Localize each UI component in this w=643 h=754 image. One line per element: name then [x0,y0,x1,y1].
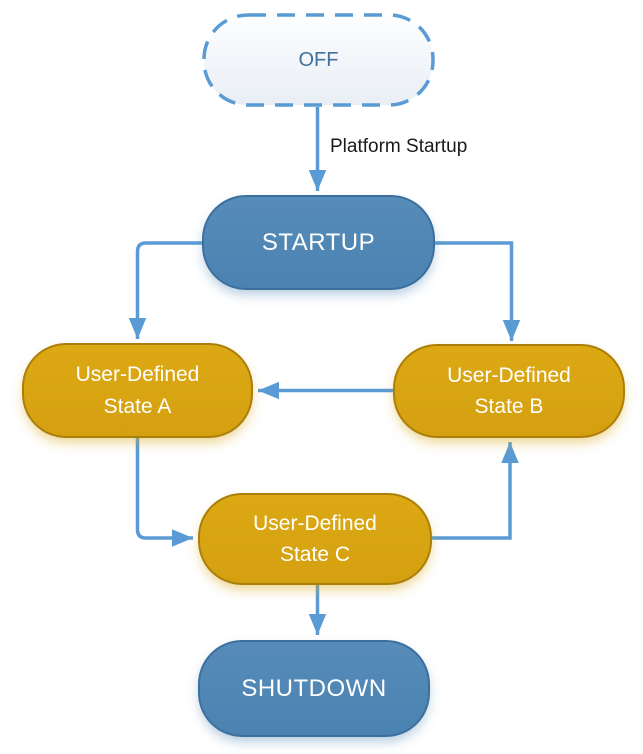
node-user-defined-state-a: User-Defined State A [22,343,253,438]
node-state-c-label-line1: User-Defined [253,511,377,535]
node-state-b-label-line2: State B [474,395,544,418]
node-state-b-label-line1: User-Defined [447,363,571,387]
edge-startup-to-state-a [128,241,202,339]
node-state-c-label-line2: State C [279,543,351,566]
edge-startup-to-state-b [435,241,521,341]
node-user-defined-state-c: User-Defined State C [198,493,432,585]
edge-state-a-to-state-c [135,438,193,547]
node-startup: STARTUP [202,195,435,290]
node-state-a-label-line1: User-Defined [75,363,200,386]
node-user-defined-state-b: User-Defined State B [393,344,625,438]
node-off-label: OFF [298,49,339,71]
node-shutdown: SHUTDOWN [198,640,430,737]
node-off: OFF [202,14,435,107]
node-state-a-label-line2: State A [103,394,172,418]
edge-label-platform-startup: Platform Startup [330,136,468,157]
node-off-outline [202,13,435,107]
node-startup-label: STARTUP [261,228,376,256]
edge-state-c-to-state-b [432,442,519,540]
node-shutdown-label: SHUTDOWN [241,674,387,702]
